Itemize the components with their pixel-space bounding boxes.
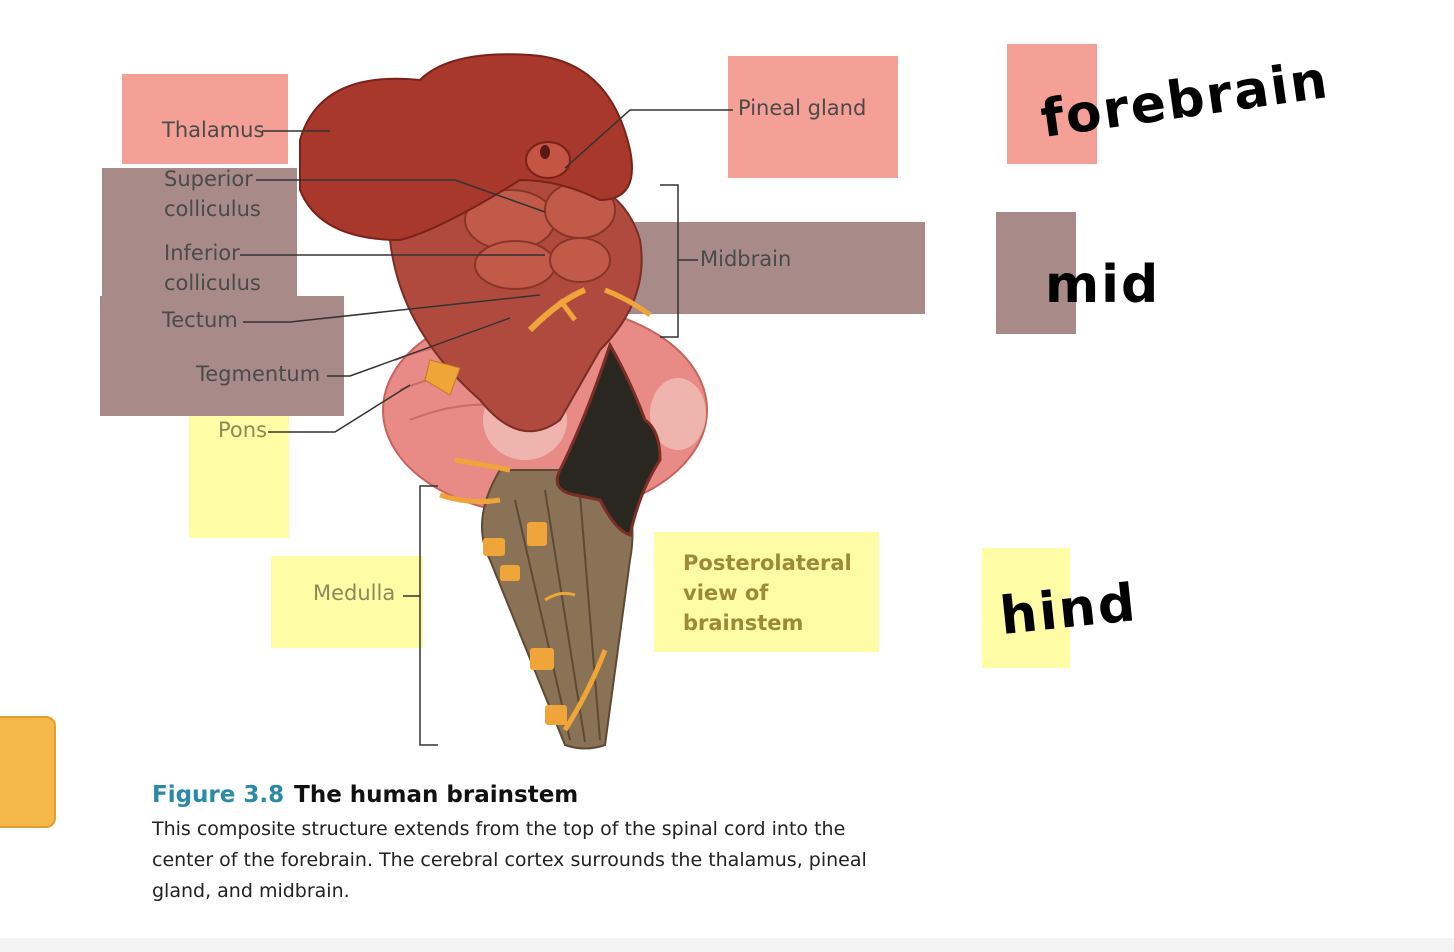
hind-swatch: [982, 548, 1070, 668]
pons-label: Pons: [218, 418, 268, 442]
mid-swatch: [996, 212, 1076, 334]
pineal-highlight: [728, 56, 898, 178]
thalamus-label: Thalamus: [162, 118, 265, 142]
side-tab[interactable]: [0, 716, 56, 828]
pineal-gland-label: Pineal gland: [738, 96, 867, 120]
bottom-strip: [0, 938, 1454, 952]
tectum-label: Tectum: [162, 308, 238, 332]
thalamus-shape: [299, 53, 633, 242]
figure-title: The human brainstem: [294, 782, 579, 808]
colliculus-highlight: [102, 168, 297, 298]
inferior-colliculus-label: Inferior colliculus: [164, 241, 261, 295]
medulla-label: Medulla: [313, 581, 396, 605]
mid-annotation: mid: [1045, 255, 1161, 315]
figure-caption: Figure 3.8 The human brainstem This compo…: [152, 782, 892, 907]
tectum-highlight: [100, 296, 344, 416]
midbrain-label: Midbrain: [700, 247, 792, 271]
medulla-highlight: [271, 556, 423, 648]
fourth-ventricle-shape: [555, 341, 662, 537]
tegmentum-label: Tegmentum: [196, 362, 321, 386]
thalamus-highlight: [122, 74, 288, 164]
forebrain-swatch: [1007, 44, 1097, 164]
view-highlight: [654, 532, 879, 652]
figure-number: Figure 3.8: [152, 782, 285, 808]
superior-colliculus-label: Superior colliculus: [164, 167, 261, 221]
caption-title-line: Figure 3.8 The human brainstem: [152, 782, 892, 808]
pons-highlight: [189, 416, 289, 538]
view-label: Posterolateral view of brainstem: [683, 551, 852, 635]
caption-body: This composite structure extends from th…: [152, 818, 867, 902]
